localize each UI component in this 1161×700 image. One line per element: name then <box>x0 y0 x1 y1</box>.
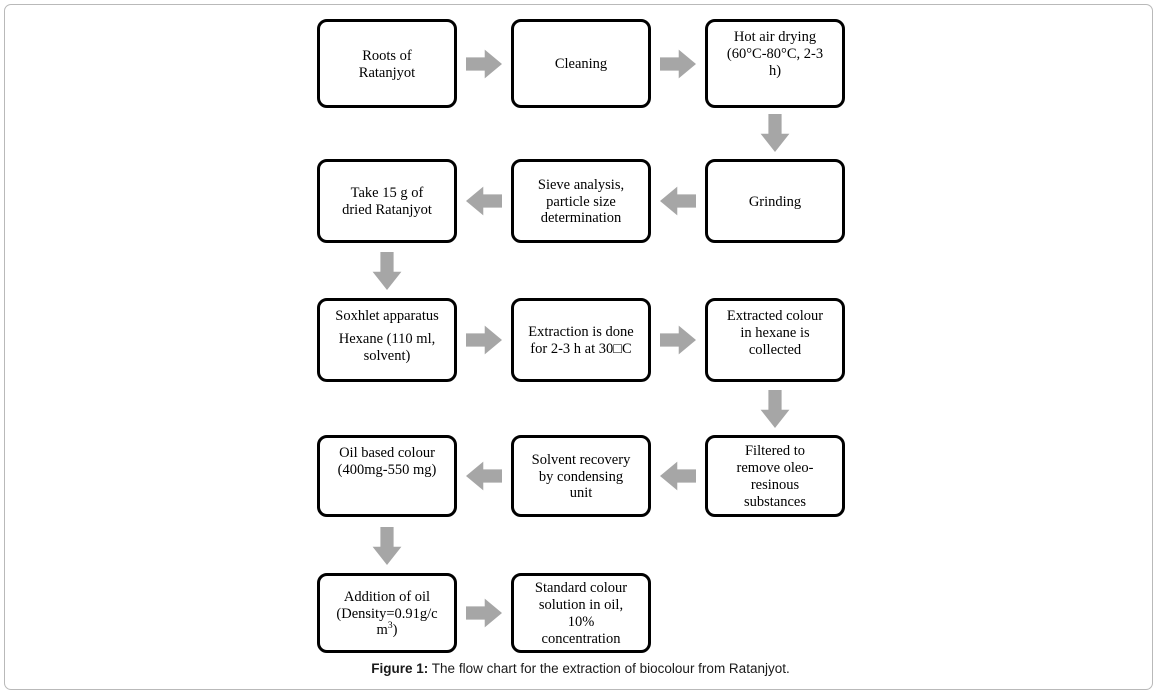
arrow-left-grinding-to-sieve <box>660 186 696 216</box>
node-label-superscript: 3 <box>387 620 393 632</box>
figure-caption-label: Figure 1: <box>371 661 429 676</box>
node-roots-of-ratanjyot[interactable]: Roots of Ratanjyot <box>317 19 457 108</box>
node-label: Cleaning <box>554 56 608 73</box>
node-label: Oil based colour (400mg-550 mg) <box>337 445 437 478</box>
arrow-right-roots-to-cleaning <box>466 49 502 79</box>
node-label: Addition of oil (Density=0.91g/c m3) <box>326 589 448 639</box>
node-label: Sieve analysis, particle size determinat… <box>537 176 625 227</box>
node-label: Extraction is done for 2-3 h at 30□C <box>528 324 634 357</box>
node-label: Filtered to remove oleo- resinous substa… <box>736 443 814 510</box>
arrow-down-take-15g-to-soxhlet <box>372 252 402 290</box>
node-label-main: Addition of oil (Density=0.91g/c m <box>336 588 438 639</box>
node-extraction-is-done[interactable]: Extraction is done for 2-3 h at 30□C <box>511 298 651 382</box>
arrow-left-sieve-to-take-15g <box>466 186 502 216</box>
node-take-15g-dried-ratanjyot[interactable]: Take 15 g of dried Ratanjyot <box>317 159 457 243</box>
arrow-right-addition-of-oil-to-standard-colour <box>466 598 502 628</box>
node-label: Standard colour solution in oil, 10% con… <box>534 580 628 647</box>
node-extracted-colour-in-hexane[interactable]: Extracted colour in hexane is collected <box>705 298 845 382</box>
node-oil-based-colour[interactable]: Oil based colour (400mg-550 mg) <box>317 435 457 517</box>
node-sieve-analysis[interactable]: Sieve analysis, particle size determinat… <box>511 159 651 243</box>
node-label: Grinding <box>748 193 802 210</box>
node-filtered-remove-oleoresinous[interactable]: Filtered to remove oleo- resinous substa… <box>705 435 845 517</box>
node-label-tail: ) <box>392 622 398 639</box>
node-standard-colour-solution[interactable]: Standard colour solution in oil, 10% con… <box>511 573 651 653</box>
figure-caption: Figure 1: The flow chart for the extract… <box>0 661 1161 676</box>
arrow-down-oil-based-colour-to-addition-of-oil <box>372 527 402 565</box>
node-grinding[interactable]: Grinding <box>705 159 845 243</box>
node-label-line-1: Soxhlet apparatus <box>335 308 439 324</box>
node-solvent-recovery[interactable]: Solvent recovery by condensing unit <box>511 435 651 517</box>
arrow-down-extracted-colour-to-filtered <box>760 390 790 428</box>
node-soxhlet-apparatus[interactable]: Soxhlet apparatus Hexane (110 ml, solven… <box>317 298 457 382</box>
arrow-right-cleaning-to-hot-air-drying <box>660 49 696 79</box>
node-label: Hot air drying (60°C-80°C, 2-3 h) <box>726 29 824 79</box>
node-hot-air-drying[interactable]: Hot air drying (60°C-80°C, 2-3 h) <box>705 19 845 108</box>
arrow-right-soxhlet-to-extraction <box>466 325 502 355</box>
arrow-down-hot-air-drying-to-grinding <box>760 114 790 152</box>
arrow-left-filtered-to-solvent-recovery <box>660 461 696 491</box>
node-cleaning[interactable]: Cleaning <box>511 19 651 108</box>
node-label: Roots of Ratanjyot <box>358 47 416 81</box>
node-addition-of-oil[interactable]: Addition of oil (Density=0.91g/c m3) <box>317 573 457 653</box>
node-label: Extracted colour in hexane is collected <box>726 308 824 358</box>
arrow-right-extraction-to-extracted-colour <box>660 325 696 355</box>
node-label: Take 15 g of dried Ratanjyot <box>342 185 432 218</box>
node-label: Solvent recovery by condensing unit <box>531 451 631 502</box>
figure-caption-text: The flow chart for the extraction of bio… <box>428 661 790 676</box>
node-label-line-2: Hexane (110 ml, solvent) <box>338 330 436 364</box>
arrow-left-solvent-recovery-to-oil-based-colour <box>466 461 502 491</box>
